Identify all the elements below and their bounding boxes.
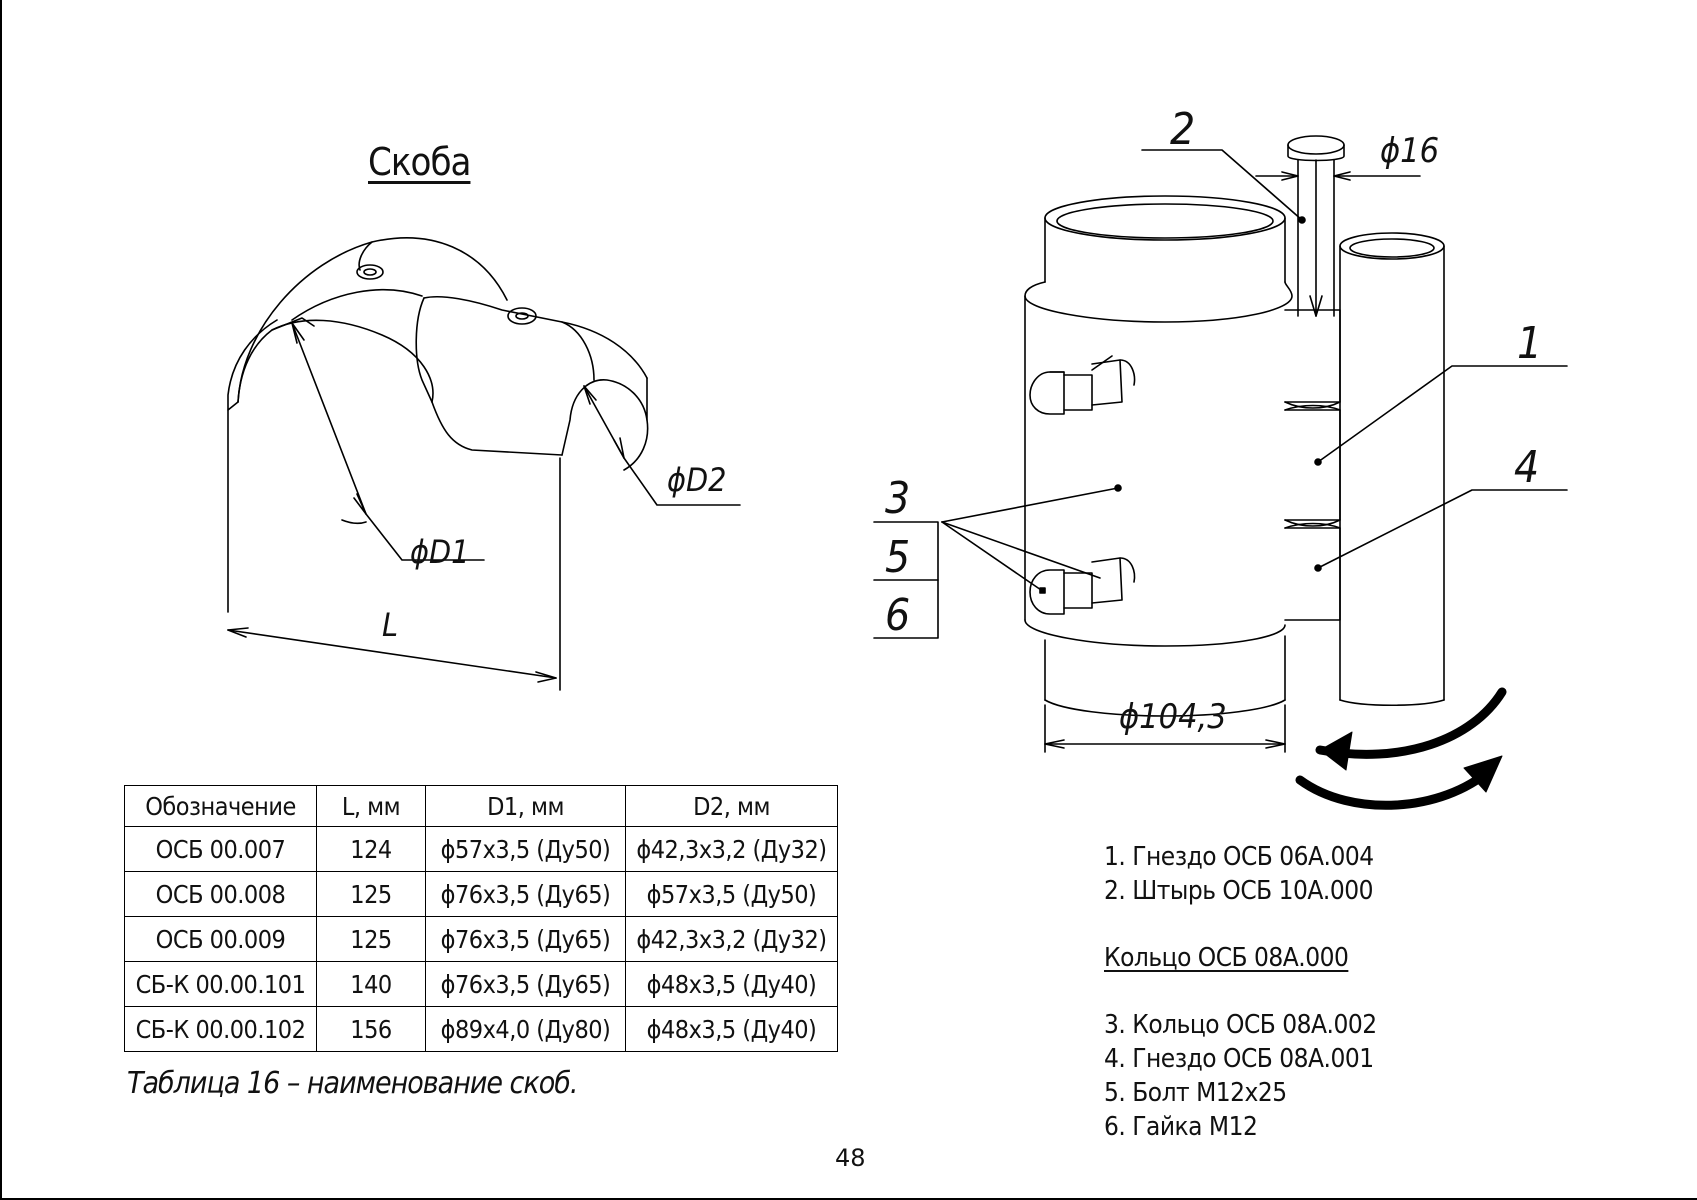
cell-designation: ОСБ 00.008 — [124, 871, 317, 917]
l-dimension-line — [227, 629, 557, 679]
header-d1: D1, мм — [425, 785, 626, 827]
bolt-lower — [1029, 557, 1136, 615]
part-item-2: 2. Штырь ОСБ 10А.000 — [1104, 876, 1373, 906]
part-item-5: 5. Болт М12х25 — [1104, 1078, 1287, 1108]
hinge-middle — [1284, 409, 1341, 521]
table-row: ОСБ 00.008 125 ϕ76x3,5 (Ду65) ϕ57x3,5 (Д… — [124, 871, 838, 917]
bracket-spec-table: Обозначение L, мм D1, мм D2, мм ОСБ 00.0… — [124, 785, 838, 1052]
part-item-6: 6. Гайка М12 — [1104, 1112, 1258, 1142]
callout-4-leader — [1317, 489, 1568, 569]
d1-dimension-line — [291, 322, 367, 515]
cell-d2: ϕ42,3x3,2 (Ду32) — [625, 826, 838, 872]
bolt-upper — [1029, 355, 1136, 415]
cell-length: 140 — [316, 961, 426, 1007]
cell-d2: ϕ57x3,5 (Ду50) — [625, 871, 838, 917]
hinge-top — [1284, 309, 1341, 403]
table-row: СБ-К 00.00.102 156 ϕ89x4,0 (Ду80) ϕ48x3,… — [124, 1006, 838, 1052]
cell-length: 125 — [316, 871, 426, 917]
table-row: ОСБ 00.009 125 ϕ76x3,5 (Ду65) ϕ42,3x3,2 … — [124, 916, 838, 962]
socket-tube-top — [1339, 232, 1445, 260]
cell-d2: ϕ42,3x3,2 (Ду32) — [625, 916, 838, 962]
callout-6: 6 — [885, 590, 910, 641]
cell-designation: ОСБ 00.007 — [124, 826, 317, 872]
cell-length: 156 — [316, 1006, 426, 1052]
cell-d1: ϕ76x3,5 (Ду65) — [425, 961, 626, 1007]
callout-2: 2 — [1170, 104, 1195, 155]
pin-head — [1287, 135, 1345, 155]
table-caption: Таблица 16 – наименование скоб. — [127, 1066, 578, 1101]
callout-1: 1 — [1517, 318, 1542, 369]
part-item-4: 4. Гнездо ОСБ 08А.001 — [1104, 1044, 1374, 1074]
table-row: ОСБ 00.007 124 ϕ57x3,5 (Ду50) ϕ42,3x3,2 … — [124, 826, 838, 872]
cell-d2: ϕ48x3,5 (Ду40) — [625, 1006, 838, 1052]
cell-d1: ϕ76x3,5 (Ду65) — [425, 871, 626, 917]
cell-designation: ОСБ 00.009 — [124, 916, 317, 962]
callout-2-leader — [1141, 149, 1303, 221]
callout-3-leader — [941, 487, 1119, 523]
page-number: 48 — [835, 1144, 866, 1172]
table-row: СБ-К 00.00.101 140 ϕ76x3,5 (Ду65) ϕ48x3,… — [124, 961, 838, 1007]
part-item-3: 3. Кольцо ОСБ 08А.002 — [1104, 1010, 1377, 1040]
callout-3: 3 — [885, 473, 910, 524]
cell-length: 124 — [316, 826, 426, 872]
hinge-bottom — [1284, 527, 1341, 621]
header-d2: D2, мм — [625, 785, 838, 827]
cell-designation: СБ-К 00.00.102 — [124, 1006, 317, 1052]
callout-1-leader — [1317, 365, 1568, 463]
assembly-drawing — [873, 135, 1568, 810]
ring-top-edge — [1024, 281, 1293, 323]
label-pin-diameter: ϕ16 — [1380, 131, 1439, 171]
cell-length: 125 — [316, 916, 426, 962]
bracket-drawing — [227, 237, 741, 691]
callout-4: 4 — [1514, 442, 1539, 493]
cell-d1: ϕ57x3,5 (Ду50) — [425, 826, 626, 872]
label-l: L — [382, 606, 398, 644]
cell-designation: СБ-К 00.00.101 — [124, 961, 317, 1007]
label-ring-diameter: ϕ104,3 — [1119, 697, 1227, 737]
cell-d2: ϕ48x3,5 (Ду40) — [625, 961, 838, 1007]
header-designation: Обозначение — [124, 785, 317, 827]
cell-d1: ϕ89x4,0 (Ду80) — [425, 1006, 626, 1052]
header-length: L, мм — [316, 785, 426, 827]
label-d1: ϕD1 — [410, 533, 469, 571]
rotation-arrow-lower — [1295, 765, 1495, 810]
bracket-saddle-outline — [237, 237, 508, 403]
top-pipe-rim — [1044, 195, 1286, 241]
part-item-1: 1. Гнездо ОСБ 06А.004 — [1104, 842, 1374, 872]
bracket-title: Скоба — [368, 140, 471, 184]
callout-5: 5 — [885, 532, 910, 583]
rotation-arrow-upper — [1315, 687, 1507, 759]
parts-list: 1. Гнездо ОСБ 06А.004 2. Штырь ОСБ 10А.0… — [1104, 840, 1377, 1144]
label-d2: ϕD2 — [667, 461, 726, 499]
parts-subassembly-heading: Кольцо ОСБ 08А.000 — [1104, 943, 1349, 973]
cell-d1: ϕ76x3,5 (Ду65) — [425, 916, 626, 962]
table-header-row: Обозначение L, мм D1, мм D2, мм — [124, 785, 838, 827]
